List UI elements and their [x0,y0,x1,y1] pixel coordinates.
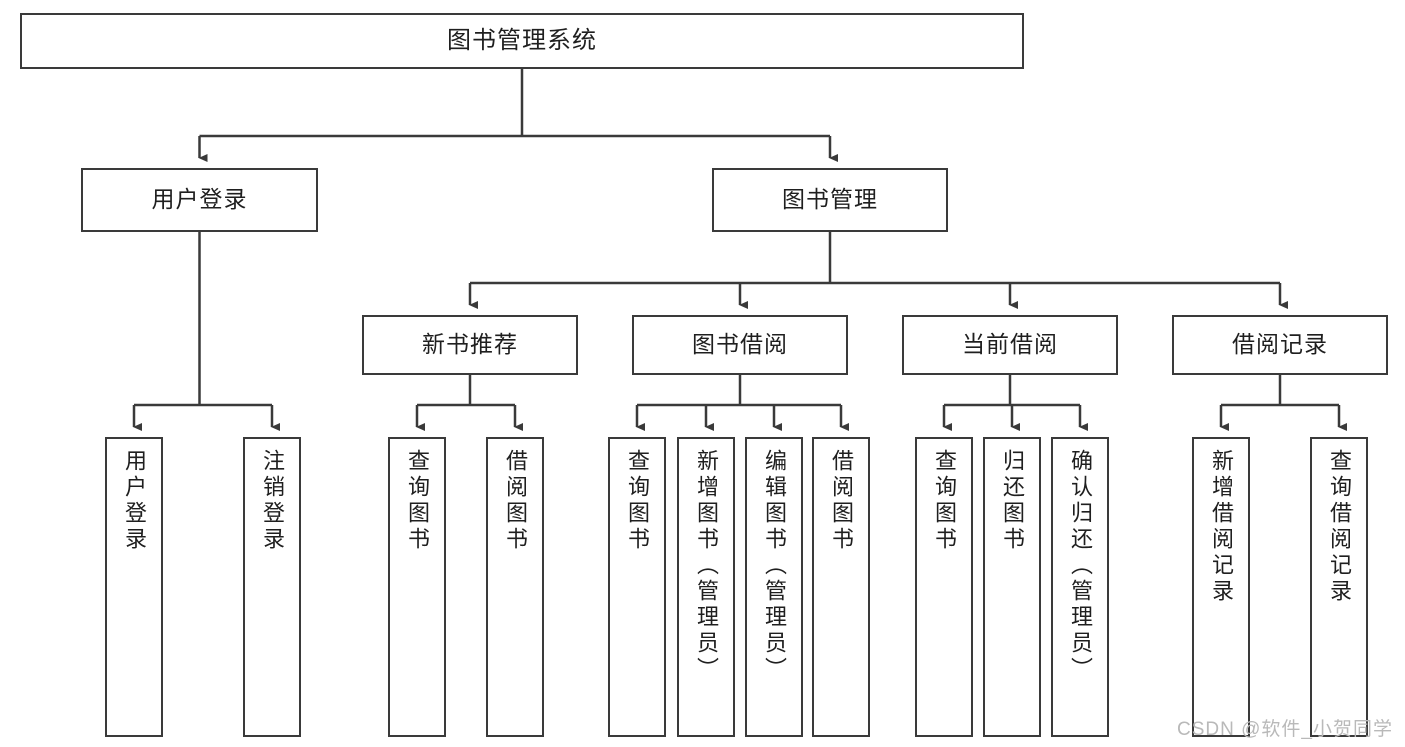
node-leaf-query-record[interactable]: 查询借阅记录 [1310,437,1368,737]
node-leaf-borrow-book-1-label: 借阅图书 [503,449,528,553]
node-borrow-record[interactable]: 借阅记录 [1172,315,1388,375]
node-new-book-rec[interactable]: 新书推荐 [362,315,578,375]
node-leaf-query-record-label: 查询借阅记录 [1327,449,1352,605]
node-current-borrow[interactable]: 当前借阅 [902,315,1118,375]
node-book-borrow-label: 图书借阅 [692,331,788,358]
node-leaf-borrow-book-2-label: 借阅图书 [829,449,854,553]
node-leaf-query-book-1[interactable]: 查询图书 [388,437,446,737]
node-user-login-label: 用户登录 [151,186,248,213]
node-leaf-borrow-book-2[interactable]: 借阅图书 [812,437,870,737]
node-leaf-add-record-label: 新增借阅记录 [1209,449,1234,605]
node-leaf-add-book[interactable]: 新增图书（管理员） [677,437,735,737]
node-leaf-edit-book-label: 编辑图书（管理员） [762,449,787,683]
node-leaf-query-book-2-label: 查询图书 [625,449,650,553]
node-book-manage-label: 图书管理 [782,186,878,213]
node-leaf-add-record[interactable]: 新增借阅记录 [1192,437,1250,737]
node-leaf-query-book-3[interactable]: 查询图书 [915,437,973,737]
node-leaf-add-book-label: 新增图书（管理员） [694,449,719,683]
node-leaf-logout[interactable]: 注销登录 [243,437,301,737]
node-current-borrow-label: 当前借阅 [962,331,1058,358]
node-leaf-return-book-label: 归还图书 [1000,449,1025,553]
watermark-text: CSDN @软件_小贺同学 [1177,719,1393,740]
node-leaf-edit-book[interactable]: 编辑图书（管理员） [745,437,803,737]
node-root-label: 图书管理系统 [447,26,597,54]
node-leaf-user-login-label: 用户登录 [122,449,147,553]
node-user-login[interactable]: 用户登录 [81,168,318,232]
node-leaf-return-book[interactable]: 归还图书 [983,437,1041,737]
node-leaf-query-book-2[interactable]: 查询图书 [608,437,666,737]
node-leaf-logout-label: 注销登录 [260,449,285,553]
node-leaf-user-login[interactable]: 用户登录 [105,437,163,737]
node-book-borrow[interactable]: 图书借阅 [632,315,848,375]
node-root[interactable]: 图书管理系统 [20,13,1024,69]
node-leaf-confirm-return[interactable]: 确认归还（管理员） [1051,437,1109,737]
node-leaf-query-book-3-label: 查询图书 [932,449,957,553]
node-leaf-query-book-1-label: 查询图书 [405,449,430,553]
node-book-manage[interactable]: 图书管理 [712,168,948,232]
node-new-book-rec-label: 新书推荐 [422,331,518,358]
node-leaf-borrow-book-1[interactable]: 借阅图书 [486,437,544,737]
node-leaf-confirm-return-label: 确认归还（管理员） [1068,449,1093,683]
node-borrow-record-label: 借阅记录 [1232,331,1328,358]
